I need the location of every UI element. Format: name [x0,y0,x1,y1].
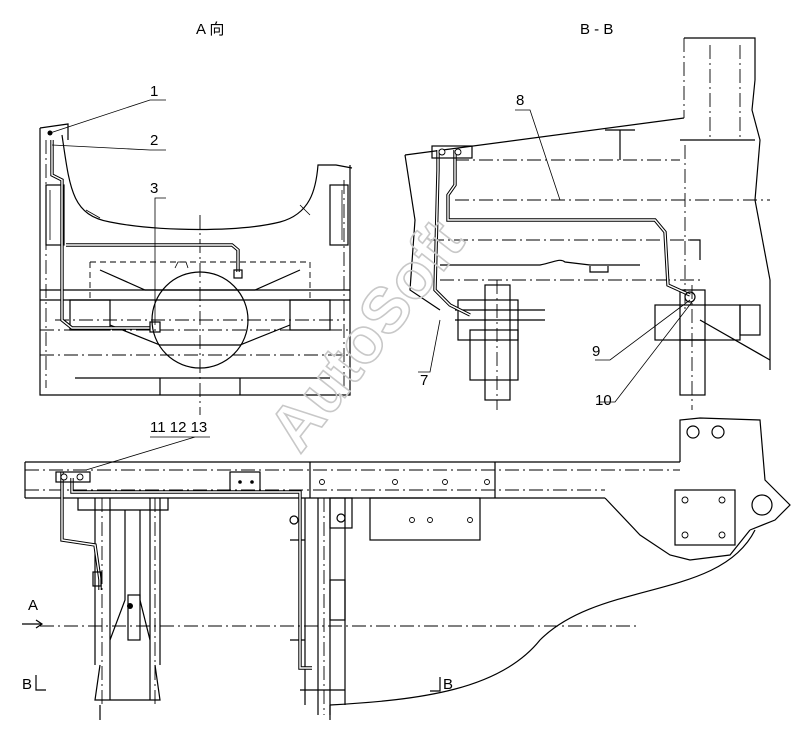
side-view-pipe [55,471,312,670]
view-a-pipe [50,140,243,333]
callout-9: 9 [592,343,600,360]
section-bb-pipe [431,145,696,317]
view-a: A 向 [39,21,353,415]
section-bb-hub-left [455,280,545,410]
callout-8: 8 [516,92,524,109]
cut-b-right-label: B [443,676,453,693]
callout-10: 10 [595,392,612,409]
cut-b-left-label: B [22,676,32,693]
callout-2: 2 [150,132,158,149]
section-markers: A B B [22,597,453,693]
arrow-a-label: A [28,597,38,614]
section-bb-callouts: 8 7 9 10 [418,92,693,409]
view-a-title: A 向 [196,21,224,38]
callout-1: 1 [150,83,158,100]
section-bb-frame [404,37,771,370]
callout-3: 3 [150,180,158,197]
callout-7: 7 [420,372,428,389]
view-a-callouts: 1 2 3 [49,83,166,325]
side-view-right-leg [290,498,346,715]
section-bb-title: B - B [580,21,613,38]
autosoft-watermark: AutoSoft [254,206,477,463]
section-bb: B - B [404,21,771,410]
callout-11-12-13: 11 12 13 [150,419,207,436]
side-view-left-leg [77,498,169,705]
side-view-frame [24,417,791,720]
side-view: 11 12 13 [22,417,791,720]
section-bb-hub-right [654,285,741,410]
